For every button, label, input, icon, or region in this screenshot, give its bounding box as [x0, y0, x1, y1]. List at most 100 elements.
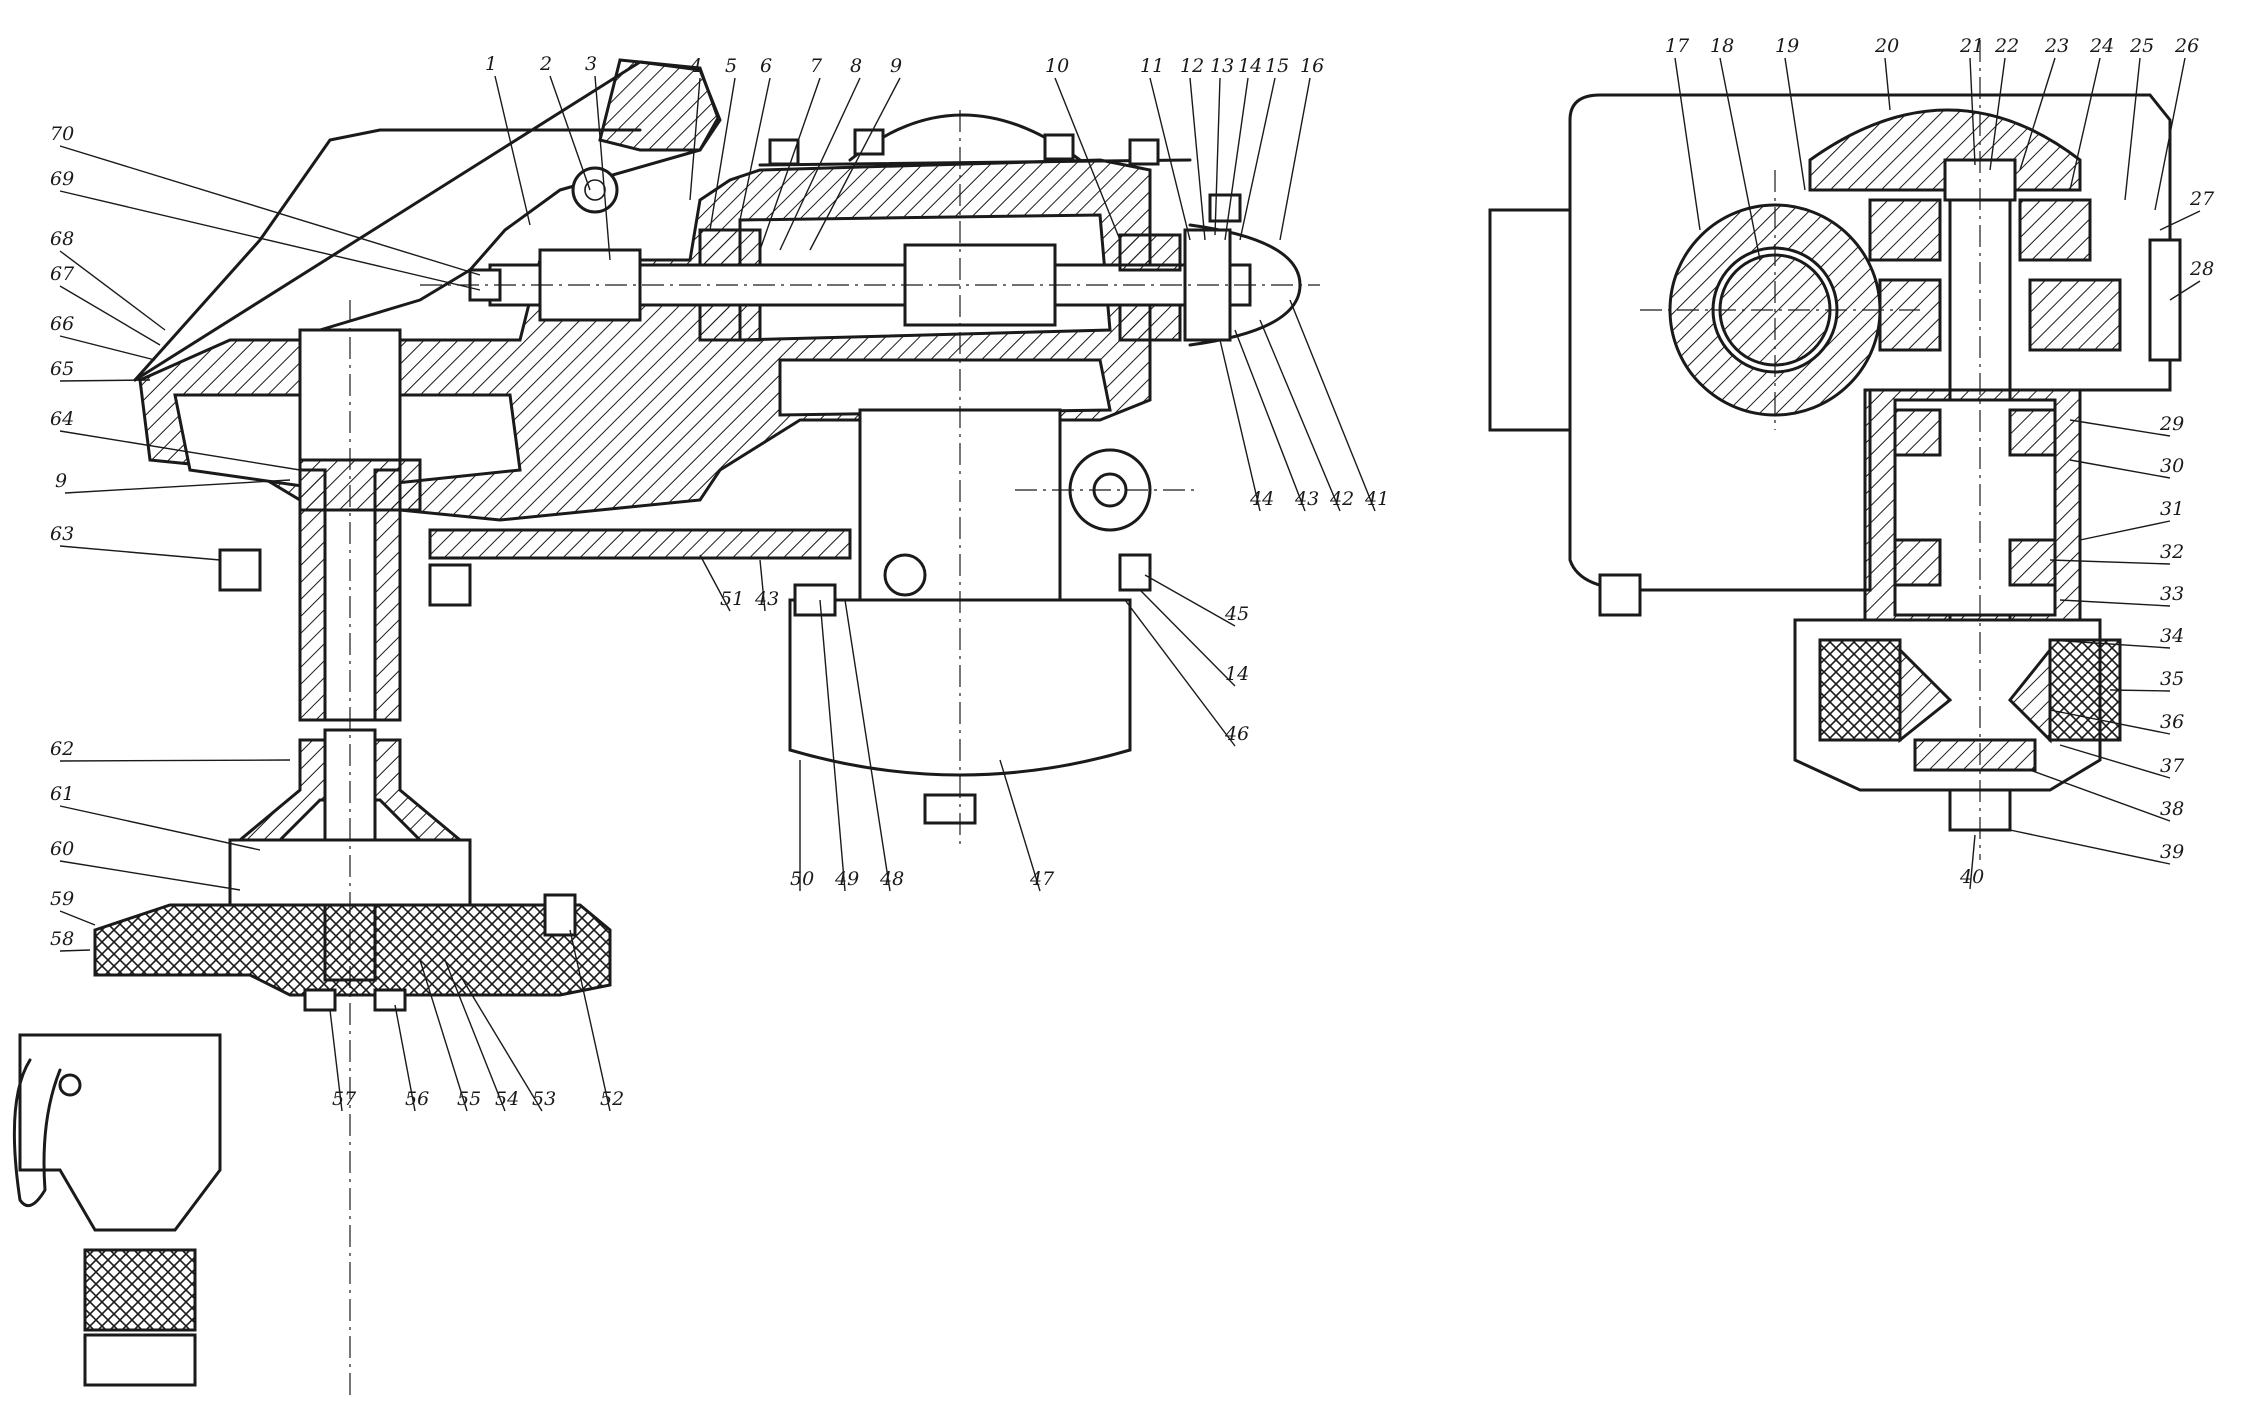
worm-wheel-left — [1878, 278, 1942, 352]
housing-cavity-lower — [778, 358, 1112, 417]
callout-leader — [59, 759, 291, 762]
callout-label: 7 — [810, 55, 823, 77]
callout-leader — [59, 860, 241, 891]
top-bolts — [768, 128, 1242, 223]
left-view — [12, 58, 1320, 1400]
callout-label: 19 — [1775, 35, 1799, 57]
callout-label: 51 — [720, 588, 744, 610]
callout-leader — [1149, 77, 1191, 241]
knurled-grip — [83, 1248, 197, 1332]
callout-label: 11 — [1140, 55, 1164, 77]
callout-label: 24 — [2089, 35, 2114, 57]
callout-leader — [2059, 599, 2171, 607]
callout-label: 56 — [405, 1088, 429, 1110]
callout-leader — [1239, 77, 1276, 241]
callout-label: 36 — [2160, 711, 2184, 733]
callout-leader — [2169, 280, 2201, 301]
callout-label: 48 — [879, 868, 904, 890]
callout-label: 58 — [50, 928, 74, 950]
mounting-stub — [1488, 208, 1572, 432]
callout-label: 62 — [50, 738, 74, 760]
callout-leader — [689, 77, 701, 201]
callout-leader — [1139, 589, 1236, 687]
callout-leader — [2029, 769, 2171, 822]
callout-leader — [59, 250, 166, 331]
callout-label: 45 — [1224, 603, 1249, 625]
callout-leader — [549, 75, 591, 191]
callout-leader — [59, 949, 91, 952]
motor-drain-bolt — [923, 793, 977, 825]
threaded-collar — [1913, 738, 2037, 772]
callout-leader — [759, 559, 766, 612]
callout-label: 65 — [50, 358, 74, 380]
right-base-bolt — [1598, 573, 1642, 617]
callout-label: 39 — [2160, 841, 2184, 863]
hinge-pin — [571, 166, 619, 214]
callout-label: 23 — [2044, 35, 2069, 57]
bearing-bottom-left — [698, 303, 762, 342]
callout-label: 57 — [332, 1088, 357, 1110]
callout-leader — [2079, 520, 2171, 541]
callout-leader — [2109, 689, 2171, 692]
callout-label: 63 — [50, 523, 74, 545]
callout-label: 8 — [850, 55, 862, 77]
callout-leader — [569, 929, 611, 1112]
callout-label: 28 — [2189, 258, 2214, 280]
callout-leader — [2069, 459, 2171, 479]
callout-leader — [459, 974, 543, 1112]
callout-label: 68 — [50, 228, 74, 250]
callout-label: 1 — [485, 53, 497, 75]
callout-leader — [59, 805, 261, 851]
callout-label: 41 — [1364, 488, 1389, 510]
callout-label: 55 — [457, 1088, 481, 1110]
callout-label: 59 — [50, 888, 74, 910]
callout-leader — [59, 285, 161, 346]
callout-label: 43 — [1294, 488, 1319, 510]
callout-leader — [1214, 77, 1221, 236]
callout-label: 21 — [1959, 35, 1984, 57]
callout-label: 29 — [2159, 413, 2184, 435]
callout-label: 64 — [50, 408, 74, 430]
callout-label: 47 — [1029, 868, 1055, 890]
callout-leader — [1784, 57, 1806, 191]
callout-label: 27 — [2189, 188, 2215, 210]
callout-label: 38 — [2160, 798, 2184, 820]
bearing-bottom-right — [1118, 303, 1182, 342]
grip-handle — [18, 1033, 222, 1232]
grip-pivot — [58, 1073, 82, 1097]
worm-wheel-right — [2028, 278, 2122, 352]
callout-label: 17 — [1665, 35, 1690, 57]
callout-label: 14 — [1238, 55, 1262, 77]
callout-leader — [2069, 419, 2171, 437]
head-plug — [543, 893, 577, 937]
callout-leader — [1989, 57, 2006, 171]
bearing-top-right — [1118, 233, 1182, 272]
callout-label: 49 — [834, 868, 859, 890]
grinding-wheel-left — [1818, 638, 1902, 742]
callout-leader — [59, 430, 301, 471]
callout-leader — [59, 145, 481, 276]
callout-label: 46 — [1224, 723, 1249, 745]
callout-leader — [2159, 210, 2201, 231]
mount-bolt-right — [1118, 553, 1152, 592]
callout-leader — [1289, 299, 1376, 512]
callout-label: 9 — [890, 55, 902, 77]
callout-label: 44 — [1249, 488, 1274, 510]
callout-leader — [1234, 329, 1306, 512]
callout-leader — [1884, 57, 1891, 111]
callout-leader — [1124, 599, 1236, 747]
callout-label: 54 — [495, 1088, 519, 1110]
callout-leader — [759, 77, 821, 251]
callout-label: 60 — [50, 838, 74, 860]
callout-leader — [2059, 744, 2171, 779]
callout-label: 22 — [1994, 35, 2019, 57]
grinding-head-housing — [93, 903, 612, 997]
column-bolt — [218, 548, 262, 592]
motor-mount-bolt — [883, 553, 927, 597]
callout-leader — [844, 599, 891, 892]
grinding-wheel-right — [2048, 638, 2122, 742]
callout-leader — [59, 910, 96, 926]
callout-label: 66 — [50, 313, 74, 335]
